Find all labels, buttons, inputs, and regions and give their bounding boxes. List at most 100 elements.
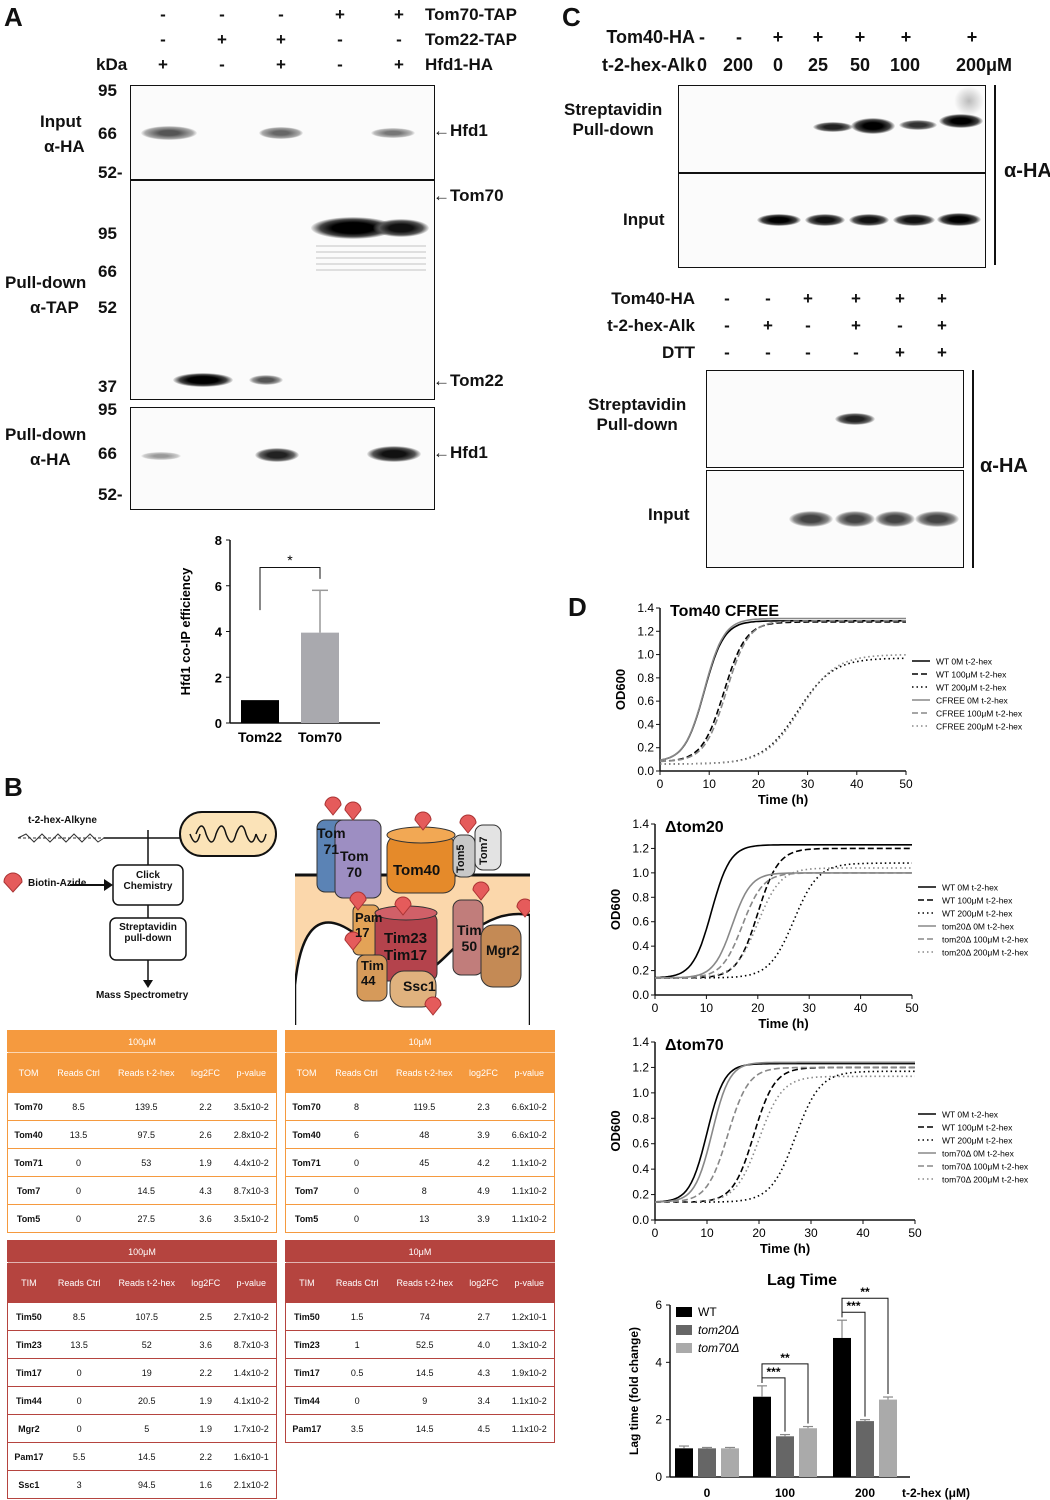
marker-95: 95 [98, 400, 117, 419]
band [939, 114, 983, 128]
blot-c-input [678, 173, 986, 268]
tick-label: 0.6 [632, 1137, 649, 1151]
smear [316, 241, 426, 271]
legend-label: tom70Δ 200μM t-2-hex [942, 1175, 1029, 1185]
table-cell: 6.6x10-2 [504, 1120, 555, 1149]
condition-value: - [160, 30, 166, 49]
table-cell: 9 [386, 1386, 463, 1415]
condition-label: Tom40-HA [606, 27, 695, 47]
table-cell: 14.5 [107, 1176, 185, 1205]
label-mgr2: Mgr2 [486, 942, 520, 958]
table-cell: 0 [49, 1358, 109, 1387]
condition-value: + [276, 30, 286, 49]
arrow-tom70: ←Tom70 [433, 186, 504, 205]
series-line [654, 1066, 915, 1203]
band [915, 511, 959, 527]
band [813, 122, 853, 132]
series-line [654, 1062, 915, 1203]
tick-label: 6 [215, 579, 222, 594]
table-title: 10μM [408, 1036, 432, 1047]
condition-value: + [937, 316, 947, 335]
band [805, 214, 845, 226]
table-cell: 13.5 [49, 1120, 108, 1149]
table-cell: 0 [327, 1204, 386, 1233]
table-cell: 8.7x10-3 [226, 1330, 277, 1359]
bar [833, 1337, 851, 1477]
table-cell: Tom40 [7, 1120, 50, 1149]
series-line [659, 617, 906, 761]
bar [241, 700, 279, 723]
table-header: p-value [226, 1052, 277, 1093]
table-cell: 0 [327, 1176, 386, 1205]
condition-value: + [900, 27, 912, 47]
condition-value: + [772, 27, 784, 47]
condition-value: - [724, 316, 730, 335]
table-cell: 0 [49, 1148, 108, 1177]
table-header: p-value [504, 1052, 555, 1093]
legend-label: tom20Δ 100μM t-2-hex [942, 935, 1029, 945]
condition-label: t-2-hex-Alk [607, 316, 695, 335]
legend-label: CFREE 100μM t-2-hex [936, 709, 1023, 719]
bar [721, 1448, 739, 1477]
band [875, 511, 915, 527]
table-cell: 6 [327, 1120, 386, 1149]
table-cell: 5.5 [49, 1442, 109, 1471]
table-cell: 3.5 [327, 1414, 387, 1443]
band [141, 452, 181, 460]
significance-bracket [259, 566, 321, 611]
condition-value: - [219, 55, 225, 74]
category-label: Tom22 [238, 729, 282, 745]
tick-label: 0.2 [632, 964, 649, 978]
label-tom40: Tom40 [393, 862, 441, 879]
panel-label-a: A [4, 2, 23, 32]
table-cell: 4.2 [462, 1148, 505, 1177]
table-cell: 2.5 [184, 1302, 227, 1331]
table-cell: 107.5 [108, 1302, 185, 1331]
legend-label: WT [698, 1305, 717, 1319]
table-cell: 14.5 [108, 1442, 185, 1471]
legend-label: WT 100μM t-2-hex [942, 1123, 1013, 1133]
y-axis-label: OD600 [613, 669, 628, 710]
bar [856, 1421, 874, 1477]
condition-value: - [278, 5, 284, 24]
condition-value: 0 [772, 55, 783, 75]
legend-label: WT 200μM t-2-hex [942, 1136, 1013, 1146]
tick-label: 1.2 [632, 841, 649, 855]
label-tom5: Tom5 [455, 844, 467, 873]
tick-label: 1.2 [637, 624, 654, 638]
condition-value: 200μM [956, 55, 1013, 75]
table-cell: 19 [108, 1358, 185, 1387]
tick-label: 4 [215, 625, 223, 640]
table-cell: 94.5 [108, 1470, 185, 1499]
table-cell: Tom70 [7, 1092, 50, 1121]
c-antibody-bottom: α-HA [980, 455, 1028, 477]
table-cell: Mgr2 [7, 1414, 50, 1443]
tick-label: 4 [655, 1355, 662, 1369]
condition-value: + [966, 27, 978, 47]
panel-label-d: D [568, 592, 587, 622]
table-cell: 8 [327, 1092, 386, 1121]
table-cell: 8.7x10-3 [226, 1176, 277, 1205]
tick-label: 1.2 [632, 1060, 649, 1074]
marker-95: 95 [98, 81, 117, 100]
band [757, 214, 801, 226]
table-cell: 0 [49, 1386, 109, 1415]
table-cell: 1.4x10-2 [226, 1358, 277, 1387]
condition-value: - [853, 343, 859, 362]
table-header: log2FC [462, 1262, 505, 1303]
band [789, 511, 833, 527]
table-header: Reads Ctrl [49, 1052, 108, 1093]
table-header: Reads t-2-hex [385, 1052, 463, 1093]
